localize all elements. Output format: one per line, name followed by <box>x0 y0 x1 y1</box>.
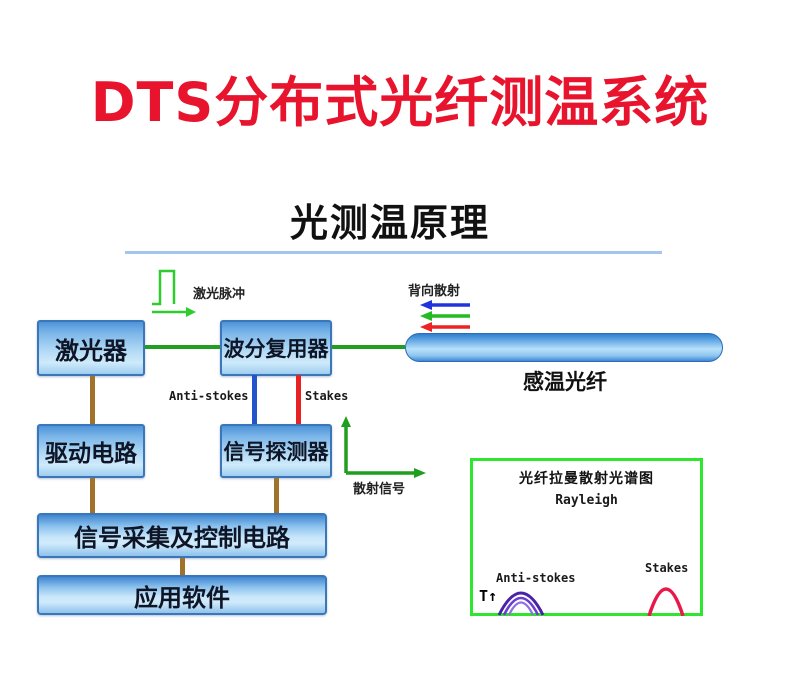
block-wdm-label: 波分复用器 <box>223 337 329 361</box>
block-drive-circuit-label: 驱动电路 <box>45 441 137 467</box>
backscatter-label: 背向散射 <box>408 284 461 299</box>
section-title: 光测温原理 <box>289 201 490 245</box>
spectrum-stokes-label: Stakes <box>645 561 689 575</box>
block-wdm: 波分复用器 <box>220 320 332 376</box>
connector-stokes <box>296 375 301 425</box>
backscatter-arrows-icon <box>420 300 470 332</box>
page-title: DTS分布式光纤测温系统 <box>90 71 710 134</box>
scatter-signal-label: 散射信号 <box>353 482 406 497</box>
connector-daq-software <box>180 558 185 575</box>
laser-pulse-label: 激光脉冲 <box>193 287 246 302</box>
spectrum-title: 光纤拉曼散射光谱图 <box>519 471 654 487</box>
connector-wdm-fiber <box>332 345 405 349</box>
connector-anti-stokes <box>252 375 257 425</box>
block-laser: 激光器 <box>37 320 145 376</box>
connector-laser-drive <box>90 376 95 424</box>
scatter-signal-axes-icon <box>341 416 426 478</box>
block-drive-circuit: 驱动电路 <box>37 424 145 478</box>
spectrum-anti-stokes-label: Anti-stokes <box>496 571 576 585</box>
anti-stokes-label: Anti-stokes <box>169 389 249 403</box>
laser-pulse-icon <box>152 269 196 317</box>
connector-laser-wdm <box>145 345 220 349</box>
block-daq: 信号采集及控制电路 <box>37 513 327 558</box>
stokes-arch-icon <box>647 587 685 616</box>
sensing-fiber-label: 感温光纤 <box>523 370 607 394</box>
temperature-arrow-symbol: T↑ <box>479 587 498 605</box>
block-software-label: 应用软件 <box>134 583 230 612</box>
connector-detector-daq <box>274 478 279 514</box>
block-signal-detector-label: 信号探测器 <box>223 440 329 464</box>
block-daq-label: 信号采集及控制电路 <box>74 524 290 552</box>
block-laser-label: 激光器 <box>55 336 127 365</box>
block-signal-detector: 信号探测器 <box>220 424 332 478</box>
anti-stokes-arcs-icon <box>497 591 545 616</box>
block-software: 应用软件 <box>37 575 327 615</box>
sensing-fiber <box>405 333 723 362</box>
raman-spectrum-panel: 光纤拉曼散射光谱图 Rayleigh Anti-stokes T↑ Stakes <box>470 458 703 616</box>
stokes-label: Stakes <box>305 389 349 403</box>
rayleigh-label: Rayleigh <box>555 493 618 508</box>
section-divider <box>125 251 662 254</box>
connector-drive-daq <box>90 478 95 514</box>
